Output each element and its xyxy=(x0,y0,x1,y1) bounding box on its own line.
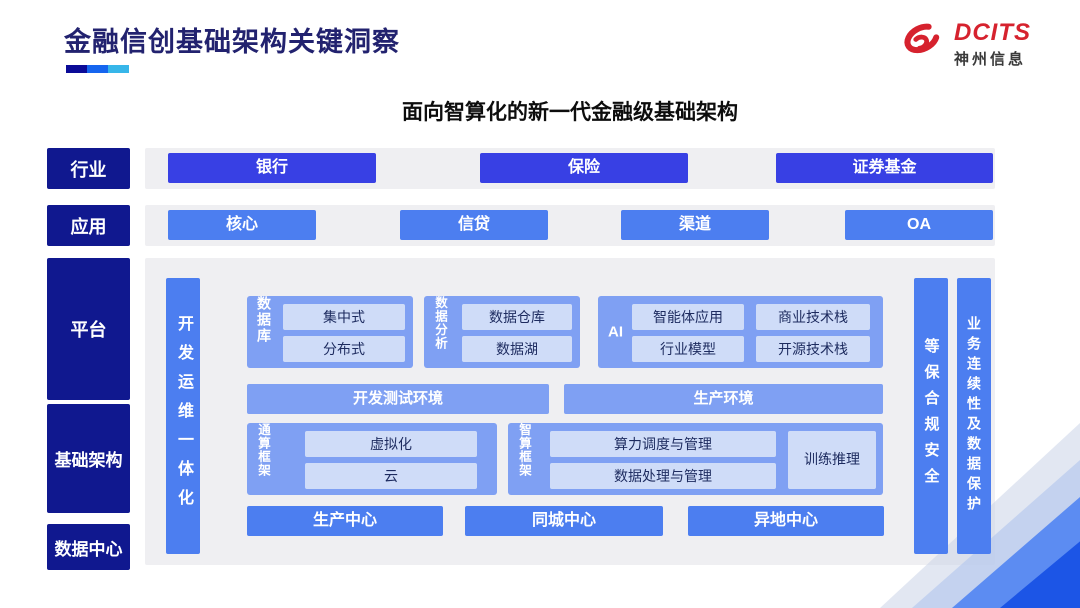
database-item-distributed: 分布式 xyxy=(283,336,405,362)
page-title: 金融信创基础架构关键洞察 xyxy=(64,27,400,57)
rail-infrastructure: 基础架构 xyxy=(47,404,130,513)
dc-item-same-city: 同城中心 xyxy=(465,506,663,536)
app-item-credit: 信贷 xyxy=(400,210,548,240)
ai-group-label: AI xyxy=(608,323,623,341)
framework-item-virtualization: 虚拟化 xyxy=(305,431,477,457)
app-item-oa: OA xyxy=(845,210,993,240)
dcits-swirl-icon xyxy=(896,18,948,71)
analytics-group: 数据分析 数据仓库 数据湖 xyxy=(424,296,580,368)
framework-item-data-processing: 数据处理与管理 xyxy=(550,463,776,489)
analytics-group-label: 数据分析 xyxy=(433,296,447,350)
general-framework-group: 通算框架 虚拟化 云 xyxy=(247,423,497,495)
env-production: 生产环境 xyxy=(564,384,883,414)
analytics-item-warehouse: 数据仓库 xyxy=(462,304,572,330)
ai-item-commercial-stack: 商业技术栈 xyxy=(756,304,870,330)
industry-item-insurance: 保险 xyxy=(480,153,688,183)
security-compliance-bar: 等保合规安全 xyxy=(914,278,948,554)
title-underline xyxy=(66,65,129,73)
framework-item-cloud: 云 xyxy=(305,463,477,489)
industry-item-securities: 证券基金 xyxy=(776,153,993,183)
rail-application: 应用 xyxy=(47,205,130,246)
ai-item-opensource-stack: 开源技术栈 xyxy=(756,336,870,362)
ai-item-agent-app: 智能体应用 xyxy=(632,304,744,330)
logo-text: DCITS 神州信息 xyxy=(954,20,1031,68)
devops-bar: 开发运维一体化 xyxy=(166,278,200,554)
framework-item-train-inference: 训练推理 xyxy=(788,431,876,489)
rail-industry: 行业 xyxy=(47,148,130,189)
app-item-core: 核心 xyxy=(168,210,316,240)
rail-datacenter: 数据中心 xyxy=(47,524,130,570)
logo-company: 神州信息 xyxy=(954,50,1027,68)
dc-item-production: 生产中心 xyxy=(247,506,443,536)
database-group-label: 数据库 xyxy=(256,296,272,344)
framework-item-compute-scheduling: 算力调度与管理 xyxy=(550,431,776,457)
analytics-item-lake: 数据湖 xyxy=(462,336,572,362)
ai-framework-label: 智算框架 xyxy=(517,423,531,477)
database-item-centralized: 集中式 xyxy=(283,304,405,330)
database-group: 数据库 集中式 分布式 xyxy=(247,296,413,368)
env-dev-test: 开发测试环境 xyxy=(247,384,549,414)
ai-framework-group: 智算框架 算力调度与管理 数据处理与管理 训练推理 xyxy=(508,423,883,495)
business-continuity-bar: 业务连续性及数据保护 xyxy=(957,278,991,554)
ai-group: AI 智能体应用 商业技术栈 行业模型 开源技术栈 xyxy=(598,296,883,368)
industry-item-bank: 银行 xyxy=(168,153,376,183)
general-framework-label: 通算框架 xyxy=(256,423,270,477)
rail-platform: 平台 xyxy=(47,258,130,400)
app-item-channel: 渠道 xyxy=(621,210,769,240)
ai-item-industry-model: 行业模型 xyxy=(632,336,744,362)
logo: DCITS 神州信息 xyxy=(896,18,1031,71)
logo-brand: DCITS xyxy=(954,19,1031,47)
diagram-title: 面向智算化的新一代金融级基础架构 xyxy=(402,101,738,124)
dc-item-remote: 异地中心 xyxy=(688,506,884,536)
